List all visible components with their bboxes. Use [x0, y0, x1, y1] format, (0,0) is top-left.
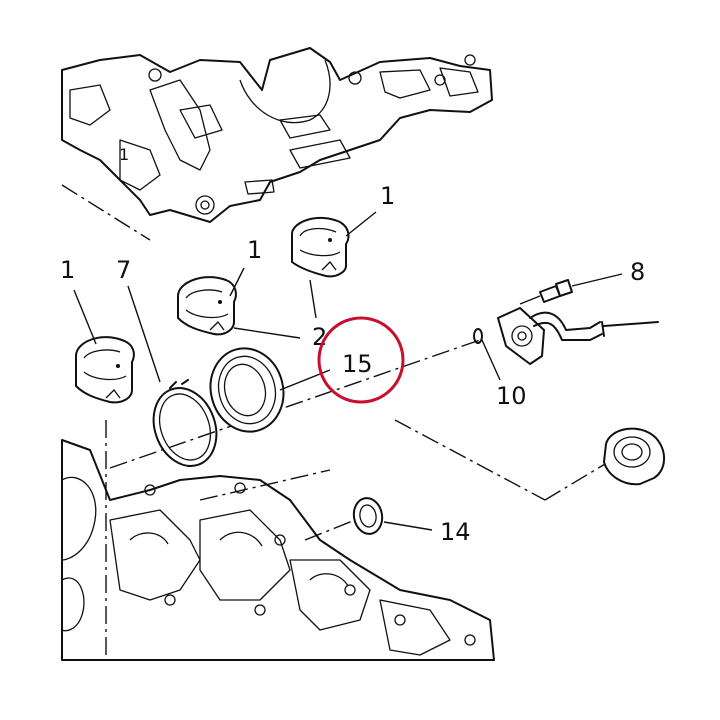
leader-bearing-top [345, 211, 377, 237]
upper-engine-block [61, 47, 493, 223]
crankshaft-seal-15 [209, 347, 285, 433]
leader-bearing-left [73, 289, 97, 345]
leader-seal-14 [383, 521, 433, 531]
leader-ring-7 [127, 285, 161, 383]
leader-oring-10 [481, 339, 501, 381]
bearing-shell-mid [177, 276, 237, 336]
lower-engine-block [61, 439, 495, 661]
o-ring-10 [473, 328, 483, 344]
callout-ring-7: 7 [116, 256, 131, 284]
bolt-8 [519, 279, 573, 305]
callout-bearing-1-left: 1 [60, 256, 75, 284]
leader-bolt-8 [571, 273, 623, 287]
sensor-bracket [497, 307, 659, 365]
callout-bolt-8: 8 [630, 258, 645, 286]
callout-oring-10: 10 [496, 382, 527, 410]
callout-seal-15: 15 [342, 350, 373, 378]
bearing-shell-top [291, 217, 350, 278]
highlight-circle [317, 316, 405, 404]
leader-2-up [309, 279, 317, 319]
rear-seal [603, 427, 665, 486]
callout-seal-14: 14 [440, 518, 471, 546]
callout-bearing-1-mid: 1 [247, 236, 262, 264]
leader-partial-2 [233, 327, 301, 339]
snap-ring-7 [152, 379, 218, 467]
callout-bearing-1-top: 1 [380, 182, 395, 210]
seal-14 [352, 497, 384, 535]
bearing-shell-left [75, 336, 135, 404]
leader-bearing-mid [229, 267, 245, 297]
centerlines [61, 184, 621, 660]
callout-block-1: 1 [119, 145, 129, 164]
